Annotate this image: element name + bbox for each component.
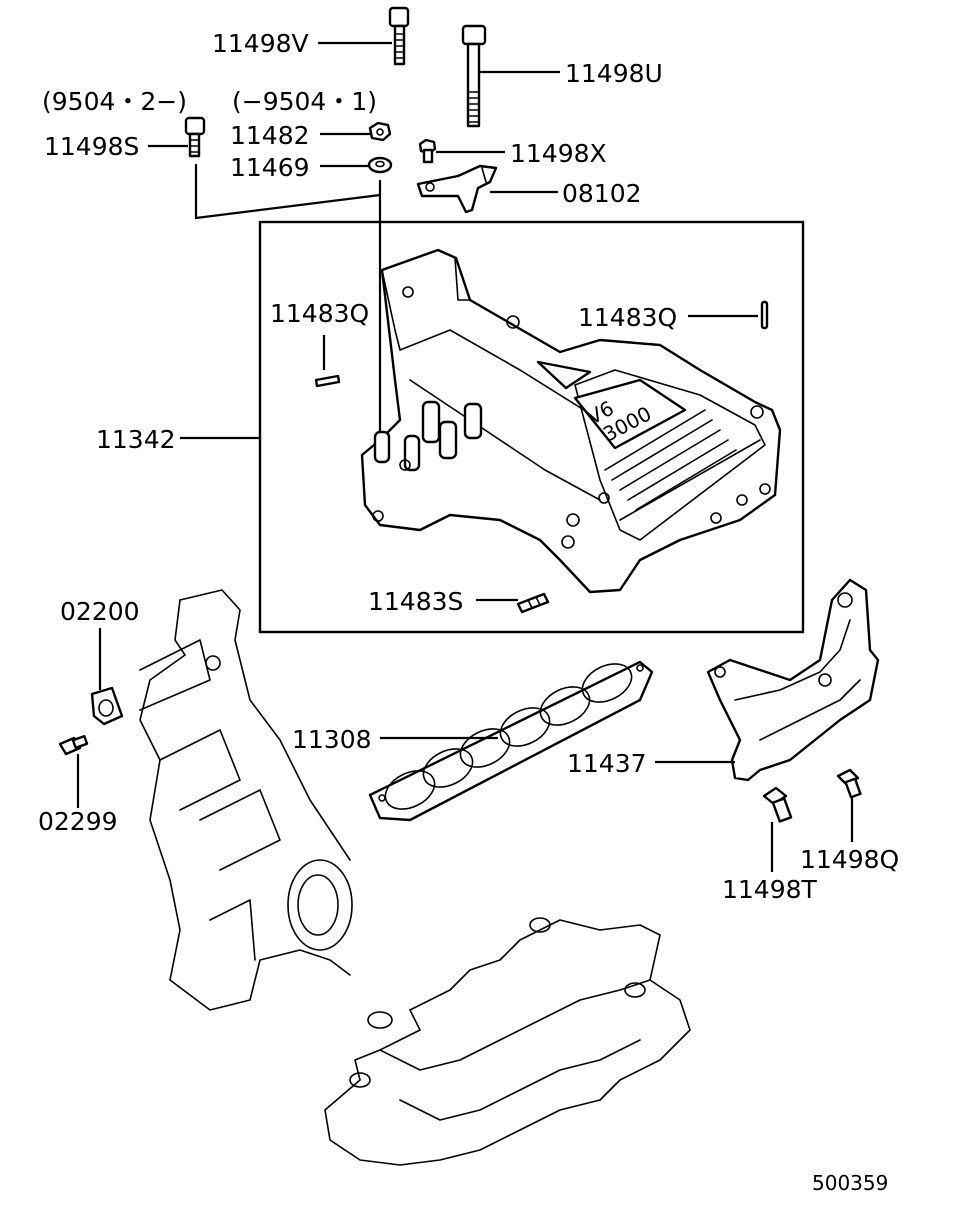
label-11437: 11437: [567, 749, 647, 778]
label-08102: 08102: [562, 179, 642, 208]
label-11498T: 11498T: [722, 875, 818, 904]
label-11483S: 11483S: [368, 587, 463, 616]
note-9504-1-earlier: (−9504・1): [232, 87, 377, 116]
bolt-11498V: [388, 6, 410, 66]
bolt-11498S: [184, 116, 206, 158]
connection-line-bolt: [194, 164, 381, 220]
intake-plenum-11342: V6 3000: [360, 248, 782, 594]
washer-11469: [367, 156, 393, 174]
pin-11483Q-left: [314, 335, 341, 388]
label-11483Q-right: 11483Q: [578, 303, 677, 332]
nut-11482: [368, 121, 392, 142]
label-11483Q-left: 11483Q: [270, 299, 369, 328]
plenum-box: [258, 220, 805, 634]
bolt-02299: [58, 734, 89, 756]
label-11498U: 11498U: [565, 59, 663, 88]
label-11498X: 11498X: [510, 139, 607, 168]
bolt-11498Q: [836, 768, 862, 799]
bolt-11498T: [762, 786, 793, 823]
lower-manifold-left: [139, 589, 353, 1011]
label-11342: 11342: [96, 425, 176, 454]
bolt-11498U: [461, 24, 487, 128]
label-11482: 11482: [230, 121, 310, 150]
bracket-08102: [416, 164, 498, 214]
label-11498Q: 11498Q: [800, 845, 899, 874]
lower-manifold-bottom: [324, 917, 691, 1166]
gasket-11308: [368, 660, 654, 822]
stay-11437: [706, 578, 880, 782]
label-11308: 11308: [292, 725, 372, 754]
label-11498V: 11498V: [212, 29, 309, 58]
label-02200: 02200: [60, 597, 140, 626]
plate-02200: [90, 686, 124, 726]
label-11469: 11469: [230, 153, 310, 182]
bolt-11498X: [418, 138, 437, 164]
pin-11483Q-right: [688, 300, 769, 330]
figure-id: 500359: [812, 1171, 888, 1195]
label-11498S: 11498S: [44, 132, 139, 161]
note-9504-2-later: (9504・2−): [42, 87, 187, 116]
label-02299: 02299: [38, 807, 118, 836]
stud-11483S: [516, 592, 550, 614]
